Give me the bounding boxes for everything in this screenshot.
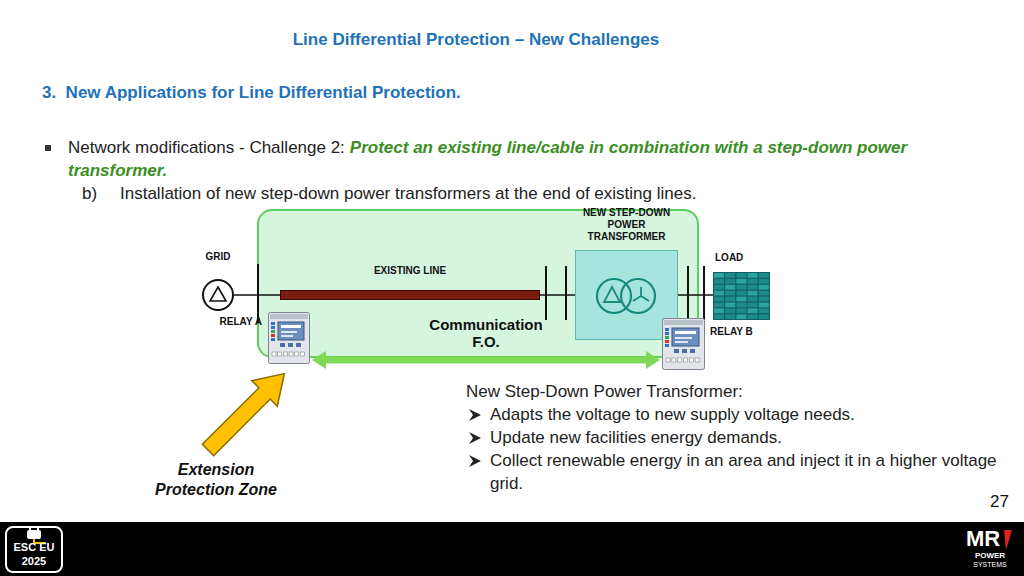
source-symbol	[202, 279, 234, 311]
relay-a: RELAY A	[268, 312, 310, 364]
relay-b: RELAY B	[662, 318, 705, 370]
arrow-bullet-shape	[469, 409, 481, 421]
load-symbol	[713, 272, 770, 320]
relay-icon	[662, 318, 705, 370]
arrow-bullet-shape	[469, 455, 481, 467]
description-text: Adapts the voltage to new supply voltage…	[490, 405, 855, 424]
power-wire	[234, 295, 280, 296]
connector-line	[540, 294, 575, 296]
page-number: 27	[990, 492, 1009, 512]
grid-source: GRID	[202, 279, 234, 311]
event-logo-year: 2025	[6, 555, 62, 567]
description-item: Collect renewable energy in an area and …	[466, 449, 1006, 495]
connector-line	[234, 294, 280, 296]
node-label: GRID	[206, 251, 231, 263]
link-label: Communication F.O.	[421, 316, 551, 350]
footer-bar	[0, 522, 1024, 576]
description-block: New Step-Down Power Transformer: Adapts t…	[466, 380, 1006, 495]
node-label: EXISTING LINE	[374, 265, 446, 277]
communication-link	[312, 351, 660, 369]
bullet-square	[45, 145, 51, 151]
arrow-head	[312, 351, 326, 369]
plug-icon	[27, 527, 46, 543]
arrow-head	[646, 351, 660, 369]
company-logo-text: SYSTEMS	[968, 561, 1012, 568]
sub-item-text: Installation of new step-down power tran…	[120, 184, 696, 204]
node-label: LOAD	[715, 252, 743, 264]
company-logo-text: POWER	[968, 551, 1012, 560]
description-item: Update new facilities energy demands.	[466, 426, 1006, 449]
company-logo-accent	[1004, 530, 1012, 550]
arrow-bullet	[468, 431, 482, 445]
list-letter: b)	[82, 184, 97, 204]
connector-line	[678, 294, 713, 296]
node-label: RELAY B	[710, 326, 753, 338]
description-text: Update new facilities energy demands.	[490, 428, 782, 447]
zone-callout: Extension Protection Zone	[138, 460, 294, 500]
node-label: RELAY A	[220, 316, 262, 328]
arrow-bullet-shape	[469, 432, 481, 444]
description-heading: New Step-Down Power Transformer:	[466, 380, 1006, 403]
connector-line	[326, 357, 646, 364]
arrow-bullet	[468, 454, 482, 468]
existing-line: EXISTING LINE	[280, 290, 540, 300]
node-label: NEW STEP-DOWN POWER TRANSFORMER	[569, 207, 685, 243]
arrow-bullet	[468, 408, 482, 422]
relay-icon	[268, 312, 310, 364]
bullet-text: Network modifications - Challenge 2:	[68, 138, 345, 157]
description-text: Collect renewable energy in an area and …	[490, 451, 997, 493]
load-block: LOAD	[713, 272, 770, 320]
event-logo	[6, 527, 62, 572]
company-logo-text: MR	[966, 526, 1000, 552]
event-logo-text: ESC EU	[6, 541, 62, 553]
pointer-arrow	[195, 361, 297, 463]
power-wire	[540, 295, 575, 296]
section-heading: 3. New Applications for Line Differentia…	[42, 83, 461, 103]
bullet-paragraph: Network modifications - Challenge 2:Prot…	[68, 136, 968, 182]
slide-title: Line Differential Protection – New Chall…	[0, 30, 952, 50]
description-item: Adapts the voltage to new supply voltage…	[466, 403, 1006, 426]
power-wire	[678, 295, 713, 296]
